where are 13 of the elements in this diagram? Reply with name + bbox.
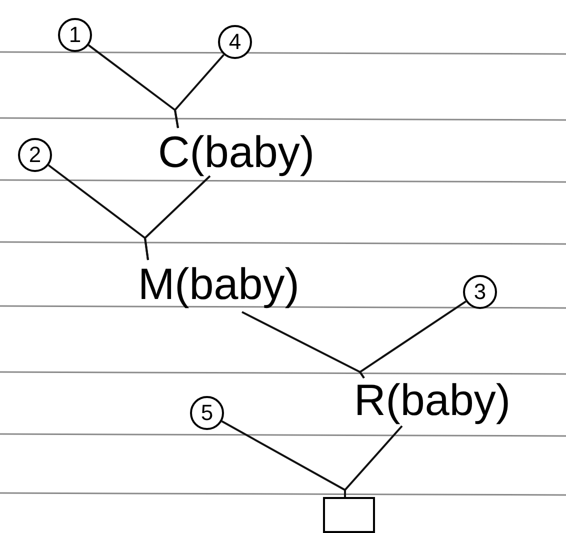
handwritten-label: C(baby): [158, 126, 398, 180]
handwritten-label: M(baby): [138, 258, 378, 312]
circled-number: 3: [463, 275, 497, 309]
connector-line: [144, 175, 211, 260]
connector-line: [174, 54, 224, 128]
circled-number: 1: [58, 18, 92, 52]
connector-line: [358, 300, 466, 379]
circled-number: 5: [190, 396, 224, 430]
circled-number: 2: [18, 138, 52, 172]
circled-number: 4: [218, 25, 252, 59]
connector-line: [344, 425, 403, 497]
empty-box: [323, 497, 375, 533]
handwritten-label: R(baby): [354, 374, 566, 428]
